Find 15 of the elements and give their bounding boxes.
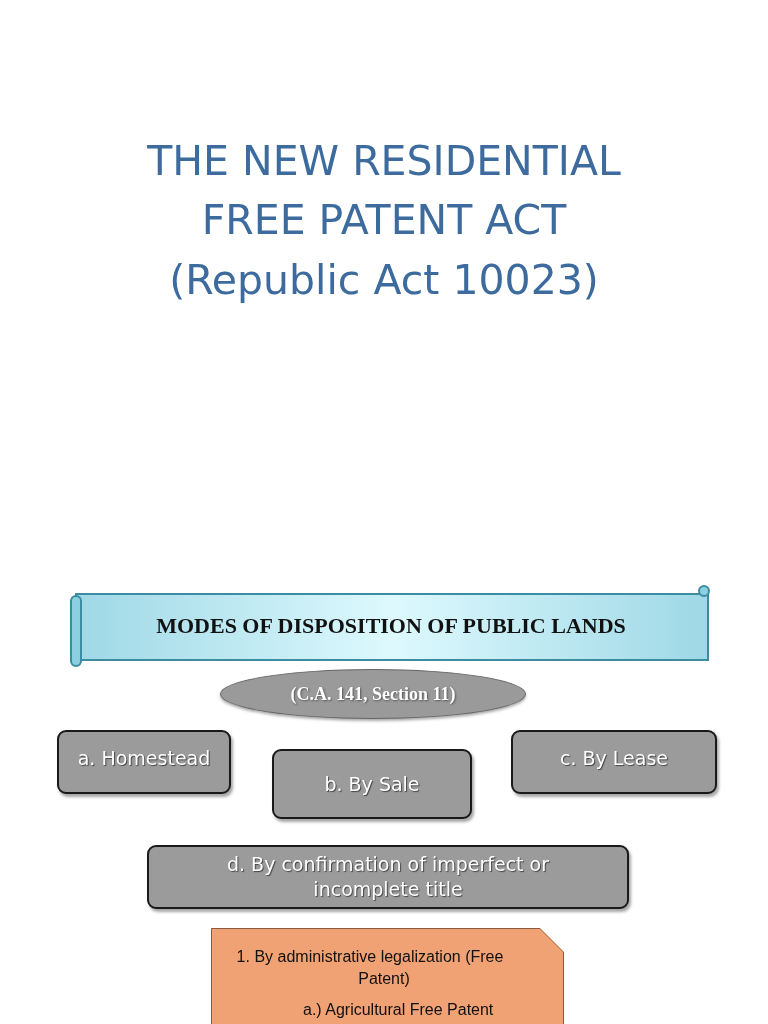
list-item: 1. By administrative legalization (Free Patent) <box>235 947 505 989</box>
banner-heading: MODES OF DISPOSITION OF PUBLIC LANDS <box>156 613 626 639</box>
list-item: a.) Agricultural Free Patent <box>302 1000 494 1021</box>
mode-box <box>147 845 629 909</box>
mode-label: b. By Sale <box>324 771 420 797</box>
mode-box <box>272 749 472 819</box>
mode-label: d. By confirmation of imperfect or incomplete title <box>225 852 551 902</box>
mode-box <box>511 730 717 794</box>
section-reference: (C.A. 141, Section 11) <box>290 683 456 705</box>
mode-box <box>57 730 231 794</box>
mode-label: a. Homestead <box>77 746 211 771</box>
scroll-banner <box>70 584 712 668</box>
page-title: THE NEW RESIDENTIAL FREE PATENT ACT (Republic Act 10023) <box>146 136 622 306</box>
mode-label: c. By Lease <box>560 746 668 771</box>
note-card <box>211 928 564 1024</box>
